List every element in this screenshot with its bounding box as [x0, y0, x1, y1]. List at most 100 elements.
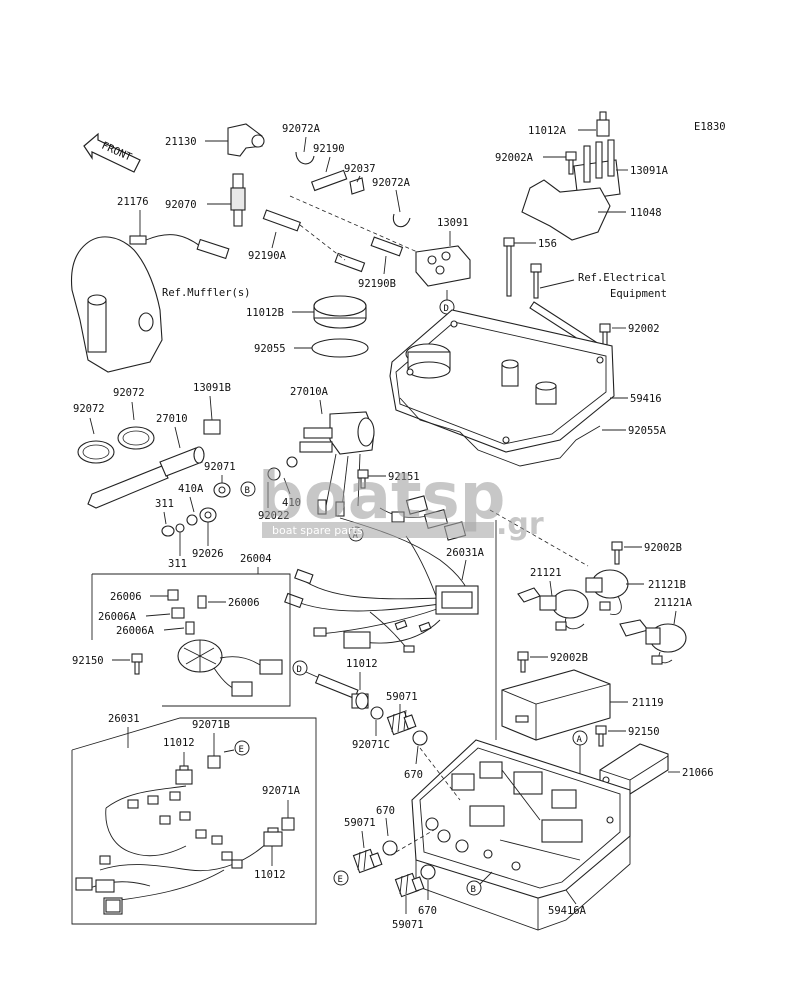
- label-92190: 92190: [313, 143, 345, 155]
- clamp-92072-r: [117, 426, 155, 450]
- front-arrow-icon: FRONT: [83, 132, 141, 173]
- terminal-26006-r: [197, 595, 207, 609]
- label-13091: 13091: [437, 217, 469, 229]
- hose-92190B-a: [334, 252, 366, 273]
- harness-26031A: [284, 495, 479, 653]
- callout-D-mid: D: [292, 660, 308, 676]
- gasket-92055A: [399, 397, 601, 467]
- label-670-a: 670: [404, 769, 423, 781]
- bolt-156: [503, 237, 515, 297]
- temp-sensor: [129, 234, 230, 260]
- svg-text:.gr: .gr: [496, 507, 544, 542]
- terminal-26006-l: [167, 589, 179, 601]
- ref-muffler: Ref.Muffler(s): [162, 287, 251, 299]
- label-21176: 21176: [117, 196, 149, 208]
- label-92190B: 92190B: [358, 278, 396, 290]
- label-26004: 26004: [240, 553, 272, 565]
- bolt-ref-electrical: [530, 263, 542, 299]
- bolt-92002B-2: [517, 651, 529, 673]
- label-410: 410: [282, 497, 301, 509]
- label-59416: 59416: [630, 393, 662, 405]
- label-156: 156: [538, 238, 557, 250]
- label-26006-l: 26006: [110, 591, 142, 603]
- label-92072A-mid: 92072A: [372, 177, 411, 189]
- washer-311: [175, 523, 185, 533]
- terminal-26006A-1: [171, 607, 185, 619]
- coil-21121: [517, 587, 589, 631]
- label-92002B: 92002B: [644, 542, 682, 554]
- label-92150-r: 92150: [628, 726, 660, 738]
- callout-D-top: D: [439, 290, 455, 315]
- o-ring-670-c: [420, 864, 436, 880]
- clamp-92072-l: [77, 440, 115, 464]
- hose-92190B-b: [370, 236, 404, 257]
- callout-E-bottom: E: [333, 870, 349, 886]
- label-670-c: 670: [418, 905, 437, 917]
- label-92002B-2: 92002B: [550, 652, 588, 664]
- label-92071: 92071: [204, 461, 236, 473]
- diagram-code: E1830: [694, 121, 726, 133]
- svg-text:A: A: [577, 735, 583, 745]
- hose-92190: [310, 169, 348, 192]
- label-92055A: 92055A: [628, 425, 667, 437]
- label-21121A: 21121A: [654, 597, 693, 609]
- bolt-92002: [599, 323, 611, 347]
- svg-text:boatsp: boatsp: [258, 460, 505, 534]
- o-ring-92055: [311, 338, 369, 358]
- label-11012B: 11012B: [246, 307, 284, 319]
- label-92190A: 92190A: [248, 250, 287, 262]
- label-92002: 92002: [628, 323, 660, 335]
- label-13091B: 13091B: [193, 382, 231, 394]
- plug-92071C: [370, 706, 384, 720]
- label-92002A: 92002A: [495, 152, 534, 164]
- switch-27010A: [299, 411, 375, 517]
- coil-21121B: [585, 569, 629, 615]
- o-ring-670-b: [382, 840, 398, 856]
- washer-410-b: [267, 467, 281, 481]
- hose-11012: [314, 673, 369, 710]
- watermark-logo: boatsp .gr boat spare parts: [258, 460, 544, 542]
- label-11012-mid: 11012: [346, 658, 378, 670]
- hose-92190A: [262, 209, 301, 232]
- fitting-59071-l: [352, 848, 383, 874]
- label-11012A: 11012A: [528, 125, 567, 137]
- label-92037: 92037: [344, 163, 376, 175]
- label-21121: 21121: [530, 567, 562, 579]
- fitting-59071-b: [394, 872, 425, 898]
- label-92072-l: 92072: [73, 403, 105, 415]
- label-13091A: 13091A: [630, 165, 669, 177]
- label-92071A: 92071A: [262, 785, 301, 797]
- clip-92072A-top: [295, 151, 315, 165]
- label-92151: 92151: [388, 471, 420, 483]
- label-92071C: 92071C: [352, 739, 390, 751]
- label-21121B: 21121B: [648, 579, 686, 591]
- label-311-a: 311: [155, 498, 174, 510]
- label-21130: 21130: [165, 136, 197, 148]
- regulator-26004: [177, 639, 283, 697]
- label-27010: 27010: [156, 413, 188, 425]
- control-unit-21119: [501, 669, 611, 741]
- label-92070: 92070: [165, 199, 197, 211]
- bolt-92150-l: [131, 653, 143, 675]
- coil-21121A: [619, 619, 687, 665]
- bracket-11048: [521, 179, 611, 241]
- label-92072A-top: 92072A: [282, 123, 321, 135]
- label-26031: 26031: [108, 713, 140, 725]
- ref-electrical-1: Ref.Electrical: [578, 272, 667, 284]
- bolt-92150-r: [595, 725, 607, 747]
- callout-A-case: A: [572, 730, 588, 746]
- label-26006A-2: 26006A: [116, 625, 155, 637]
- plug-92071A: [281, 817, 295, 831]
- bolt-92002A: [565, 151, 577, 175]
- callout-B-left: B: [240, 481, 256, 497]
- svg-text:B: B: [245, 486, 250, 496]
- label-21066: 21066: [682, 767, 714, 779]
- svg-text:E: E: [239, 745, 244, 755]
- label-92022: 92022: [258, 510, 290, 522]
- plug-92071B: [207, 755, 221, 769]
- cover-59416: [389, 309, 615, 453]
- cap-11012A: [596, 111, 610, 137]
- nut-92071: [213, 482, 231, 498]
- muffler-body: [70, 236, 163, 373]
